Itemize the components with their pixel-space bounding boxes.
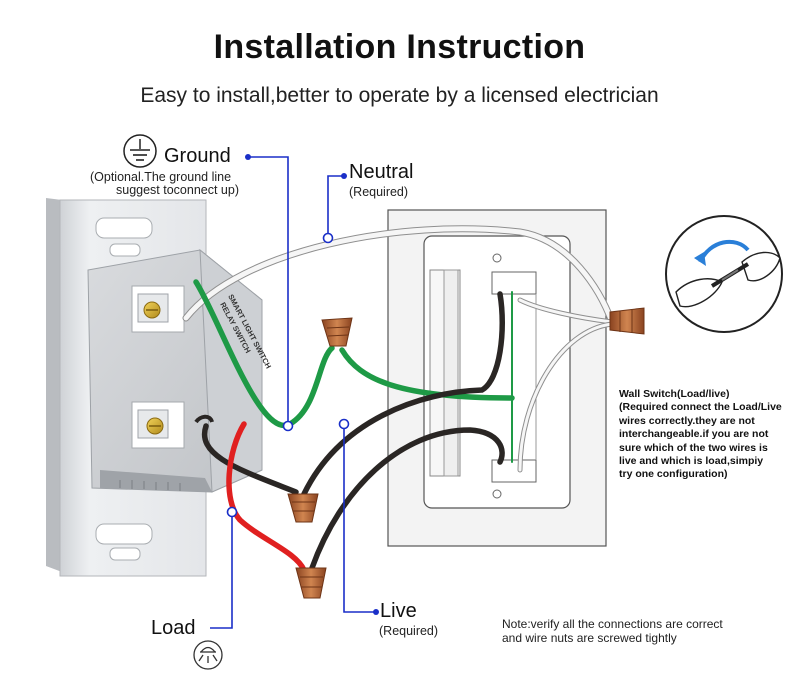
verification-note: Note:verify all the connections are corr… xyxy=(502,617,723,645)
live-label: Live xyxy=(380,600,417,622)
wire-nut-live xyxy=(287,493,319,523)
neutral-note: (Required) xyxy=(349,185,409,199)
load-label: Load xyxy=(151,617,196,639)
wall-switch-note: Wall Switch(Load/live) (Required connect… xyxy=(619,388,789,482)
wall-switch-line: live and which is load,simpiy xyxy=(619,455,764,468)
wall-switch-title: Wall Switch(Load/live) xyxy=(619,388,730,400)
page-title: Installation Instruction xyxy=(213,28,586,66)
wall-switch-line: try one configuration) xyxy=(619,468,728,481)
wire-nut-load xyxy=(295,567,327,599)
live-note: (Required) xyxy=(379,624,439,638)
neutral-label: Neutral xyxy=(349,161,414,183)
ceiling-light-icon xyxy=(193,640,223,670)
ground-symbol-icon xyxy=(123,134,157,168)
leader-lines xyxy=(210,156,376,629)
ground-wire xyxy=(193,279,515,463)
wall-switch-line: sure which of the two wires is xyxy=(619,441,768,454)
black-wires xyxy=(201,291,505,571)
ground-note-1: (Optional.The ground line xyxy=(90,170,232,184)
wall-switch-line: interchangeable.if you are not xyxy=(619,428,769,441)
terminal-screw-top xyxy=(137,293,169,323)
verification-note-line1: Note:verify all the connections are corr… xyxy=(502,617,723,631)
page-subtitle: Easy to install,better to operate by a l… xyxy=(140,84,659,107)
load-wire xyxy=(226,421,307,573)
wire-nut-neutral xyxy=(609,307,645,335)
verification-note-line2: and wire nuts are screwed tightly xyxy=(502,631,677,645)
wire-nut-ground xyxy=(321,317,353,347)
twist-wire-nut-icon xyxy=(665,215,783,333)
wall-switch-line: wires correctly.they are not xyxy=(619,414,755,427)
leader-dots xyxy=(245,154,379,615)
ground-label: Ground xyxy=(164,145,231,167)
wall-switch-line: (Required connect the Load/Live xyxy=(619,401,782,414)
neutral-wire xyxy=(182,225,616,473)
switch-body: SMART LIGHT SWITCH RELAY SWITCH xyxy=(87,248,273,493)
leader-targets xyxy=(226,232,350,518)
ground-note-2: suggest toconnect up) xyxy=(116,183,239,197)
terminal-screw-bottom xyxy=(137,409,169,439)
